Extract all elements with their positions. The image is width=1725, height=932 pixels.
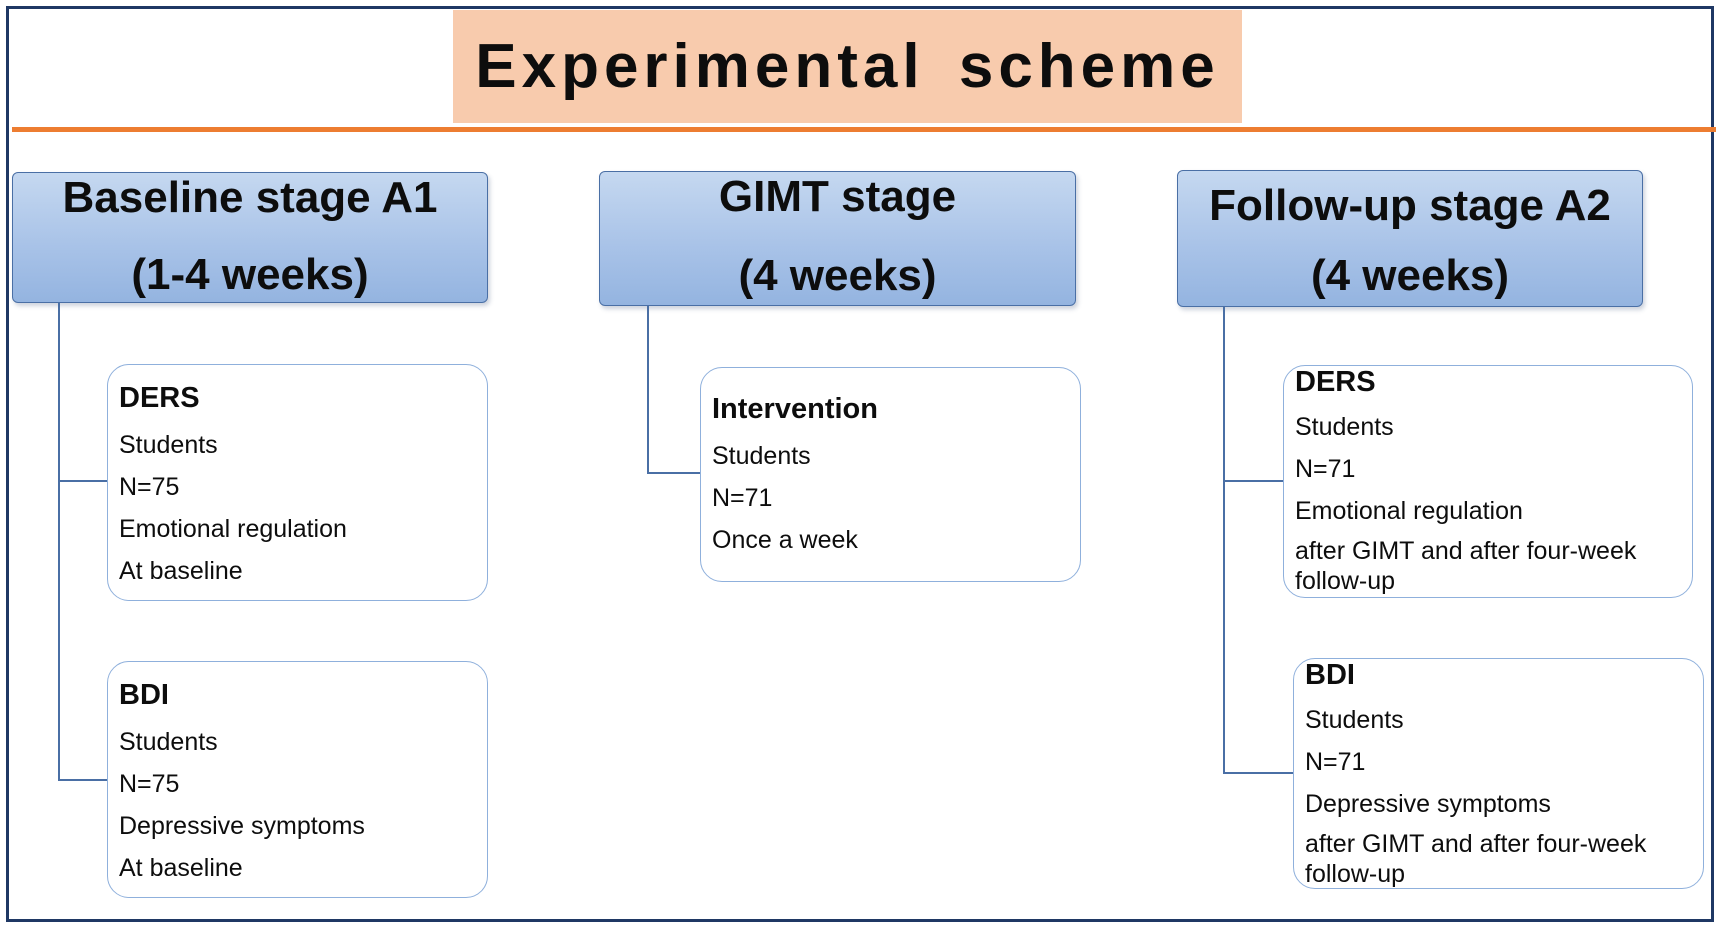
followup-bdi-card: BDI Students N=71 Depressive symptoms af… bbox=[1293, 658, 1704, 889]
card-line: Emotional regulation bbox=[1295, 497, 1523, 525]
title-banner: Experimental scheme bbox=[453, 10, 1242, 123]
title-underline bbox=[12, 127, 1716, 132]
card-line: Once a week bbox=[712, 526, 858, 554]
card-line: N=71 bbox=[1305, 748, 1366, 776]
baseline-stage-box: Baseline stage A1 (1-4 weeks) bbox=[12, 172, 488, 303]
card-heading: BDI bbox=[1305, 659, 1355, 691]
card-heading: Intervention bbox=[712, 393, 878, 425]
card-line: N=71 bbox=[712, 484, 773, 512]
card-line: Emotional regulation bbox=[119, 515, 347, 543]
gimt-stage-duration: (4 weeks) bbox=[738, 251, 937, 300]
card-line: N=71 bbox=[1295, 455, 1356, 483]
diagram-frame bbox=[6, 6, 1714, 922]
baseline-connector-vertical bbox=[58, 303, 60, 781]
card-line: At baseline bbox=[119, 557, 243, 585]
baseline-connector-ders bbox=[58, 480, 108, 482]
gimt-intervention-card: Intervention Students N=71 Once a week bbox=[700, 367, 1081, 582]
card-heading: DERS bbox=[1295, 366, 1376, 398]
followup-stage-box: Follow-up stage A2 (4 weeks) bbox=[1177, 170, 1643, 307]
baseline-connector-bdi bbox=[58, 779, 108, 781]
card-line: Students bbox=[712, 442, 811, 470]
followup-connector-vertical bbox=[1223, 307, 1225, 774]
card-line: Students bbox=[119, 728, 218, 756]
baseline-stage-duration: (1-4 weeks) bbox=[131, 250, 369, 299]
card-line: Depressive symptoms bbox=[119, 812, 365, 840]
gimt-connector-intervention bbox=[647, 472, 701, 474]
diagram-title: Experimental scheme bbox=[475, 32, 1220, 101]
card-line: Students bbox=[1295, 413, 1394, 441]
gimt-stage-box: GIMT stage (4 weeks) bbox=[599, 171, 1076, 306]
card-line: N=75 bbox=[119, 473, 180, 501]
baseline-stage-title: Baseline stage A1 bbox=[62, 173, 438, 222]
card-heading: DERS bbox=[119, 382, 200, 414]
card-line: after GIMT and after four-week follow-up bbox=[1305, 830, 1647, 888]
followup-connector-bdi bbox=[1223, 772, 1294, 774]
card-line: after GIMT and after four-week follow-up bbox=[1295, 537, 1637, 595]
baseline-ders-card: DERS Students N=75 Emotional regulation … bbox=[107, 364, 488, 601]
followup-stage-duration: (4 weeks) bbox=[1310, 251, 1510, 300]
card-line: N=75 bbox=[119, 770, 180, 798]
baseline-bdi-card: BDI Students N=75 Depressive symptoms At… bbox=[107, 661, 488, 898]
card-line: Students bbox=[119, 431, 218, 459]
followup-stage-title: Follow-up stage A2 bbox=[1209, 181, 1611, 230]
gimt-stage-title: GIMT stage bbox=[718, 172, 957, 221]
followup-ders-card: DERS Students N=71 Emotional regulation … bbox=[1283, 365, 1693, 598]
followup-connector-ders bbox=[1223, 480, 1284, 482]
card-line: At baseline bbox=[119, 854, 243, 882]
card-heading: BDI bbox=[119, 679, 169, 711]
card-line: Students bbox=[1305, 706, 1404, 734]
gimt-connector-vertical bbox=[647, 306, 649, 474]
card-line: Depressive symptoms bbox=[1305, 790, 1551, 818]
